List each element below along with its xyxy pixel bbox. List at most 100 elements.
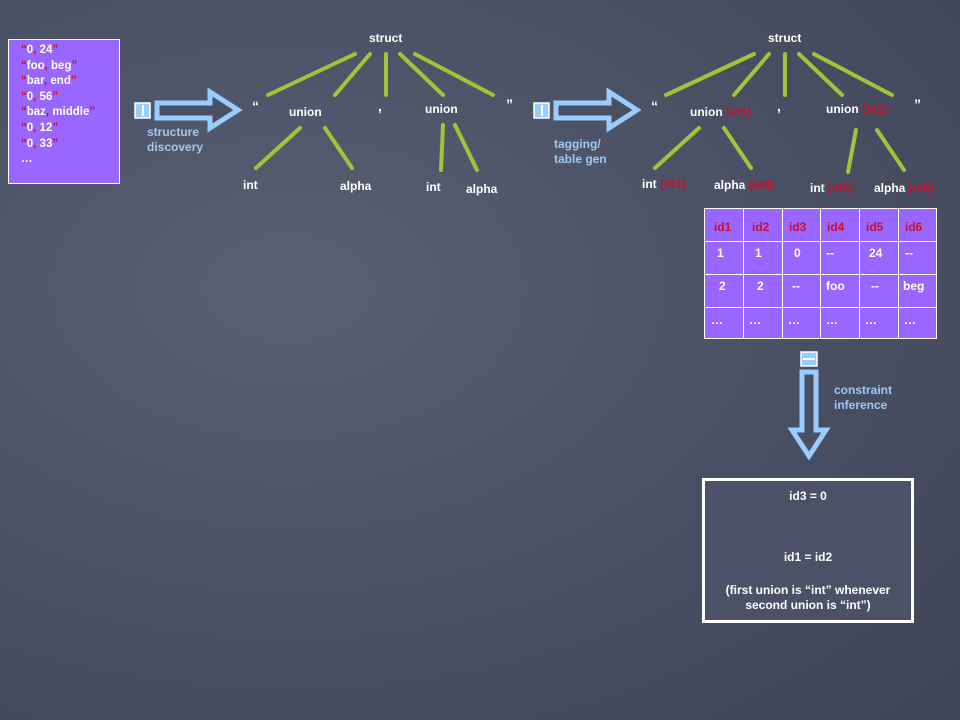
tree2-open-quote: “ — [651, 98, 658, 114]
right-arrow-icon — [533, 87, 642, 133]
constraint-line-2: id1 = id2 — [783, 550, 833, 564]
sample-delimiter: ” — [52, 137, 59, 150]
tree2-union1-node: union (id1) — [690, 105, 752, 119]
table-header-cell: id4 — [827, 220, 845, 234]
tree2-int2-node: int (id5) — [810, 181, 854, 195]
table-row-divider — [705, 307, 936, 308]
tree2-int1-node: int (id3) — [642, 177, 686, 191]
table-cell: -- — [792, 279, 800, 293]
tree2-alpha1-node: alpha (id4) — [714, 178, 775, 192]
constraints-box: id3 = 0 id1 = id2 (first union is “int” … — [702, 478, 914, 623]
sample-field-1: 0 — [26, 121, 34, 134]
table-column-divider — [782, 209, 783, 338]
sample-field-2: middle — [52, 106, 90, 119]
right-arrow-icon — [134, 87, 243, 133]
table-header-cell: id3 — [789, 220, 807, 234]
tree2-alpha2-node: alpha (id6) — [874, 181, 935, 195]
sample-delimiter: ” — [71, 59, 78, 72]
sample-field-1: foo — [26, 59, 45, 72]
sample-delimiter: “ — [21, 90, 27, 103]
sample-delimiter: “ — [21, 106, 27, 119]
sample-field-1: 0 — [26, 137, 34, 150]
sample-delimiter: , — [45, 106, 53, 119]
sample-delimiter: , — [44, 59, 52, 72]
sample-more: … — [21, 153, 33, 166]
table-cell: … — [749, 313, 761, 327]
table-cell: 2 — [719, 279, 726, 293]
sample-delimiter: “ — [21, 44, 27, 56]
table-cell: … — [826, 313, 838, 327]
sample-field-1: bar — [26, 75, 45, 88]
sample-field-2: 24 — [39, 44, 53, 56]
sample-delimiter: , — [33, 44, 40, 56]
tree2-struct-node: struct — [768, 31, 802, 45]
tree2-edges — [653, 52, 906, 174]
table-row-divider — [705, 241, 936, 242]
table-cell: 2 — [757, 279, 764, 293]
table-cell: -- — [905, 246, 913, 260]
sample-delimiter: , — [33, 90, 40, 103]
sample-field-1: 0 — [26, 44, 34, 56]
sample-field-1: baz — [26, 106, 46, 119]
table-cell: … — [904, 313, 916, 327]
table-cell: … — [865, 313, 877, 327]
table-cell: -- — [826, 246, 834, 260]
table-cell: … — [711, 313, 723, 327]
sample-delimiter: “ — [21, 59, 27, 72]
sample-field-2: end — [50, 75, 71, 88]
table-cell: foo — [826, 279, 845, 293]
table-column-divider — [743, 209, 744, 338]
tree2-union2-node: union (id2) — [826, 102, 888, 116]
tree1-union2-node: union — [425, 102, 458, 116]
table-header-cell: id1 — [714, 220, 732, 234]
sample-row: “0, 12” — [21, 121, 119, 137]
sample-delimiter: , — [33, 121, 40, 134]
table-header-cell: id5 — [866, 220, 884, 234]
sample-field-2: 56 — [39, 90, 53, 103]
tree1-alpha2-node: alpha — [466, 182, 498, 196]
sample-delimiter: , — [33, 137, 40, 150]
tree1-alpha1-node: alpha — [340, 179, 372, 193]
table-cell: 1 — [755, 246, 762, 260]
table-row-divider — [705, 274, 936, 275]
table-cell: 0 — [794, 246, 801, 260]
sample-delimiter: ” — [52, 90, 59, 103]
sample-delimiter: ” — [52, 121, 59, 134]
sample-row: “baz, middle” — [21, 105, 119, 121]
table-cell: 1 — [717, 246, 724, 260]
sample-delimiter: ” — [70, 75, 77, 88]
table-cell: 24 — [869, 246, 883, 260]
table-column-divider — [820, 209, 821, 338]
sample-delimiter: “ — [21, 75, 27, 88]
sample-row: “0, 56” — [21, 90, 119, 106]
table-cell: … — [788, 313, 800, 327]
down-arrow-icon — [787, 351, 831, 461]
sample-row: “0, 24” — [21, 43, 119, 59]
table-column-divider — [859, 209, 860, 338]
sample-row: “0, 33” — [21, 137, 119, 153]
tagging-table-gen-label: tagging/table gen — [554, 137, 607, 166]
sample-field-2: 12 — [39, 121, 53, 134]
table-header-cell: id2 — [752, 220, 770, 234]
tree1-edges — [254, 52, 495, 172]
constraint-line-4: second union is “int”) — [745, 598, 871, 612]
sample-delimiter: ” — [89, 106, 96, 119]
table-header-cell: id6 — [905, 220, 923, 234]
tree1-close-quote: ” — [506, 96, 513, 112]
tree1-int2-node: int — [426, 180, 441, 194]
tree1-comma: , — [378, 98, 382, 114]
sample-data-box: “0, 24”“foo, beg”“bar, end”“0, 56”“baz, … — [8, 39, 120, 184]
tree2-close-quote: ” — [914, 96, 921, 112]
tree1-union1-node: union — [289, 105, 322, 119]
table-cell: beg — [903, 279, 925, 293]
tree1-int1-node: int — [243, 178, 258, 192]
sample-field-2: beg — [51, 59, 72, 72]
table-column-divider — [898, 209, 899, 338]
tree1-struct-node: struct — [369, 31, 403, 45]
sample-row: “foo, beg” — [21, 59, 119, 75]
sample-delimiter: , — [44, 75, 51, 88]
sample-row: “bar, end” — [21, 74, 119, 90]
